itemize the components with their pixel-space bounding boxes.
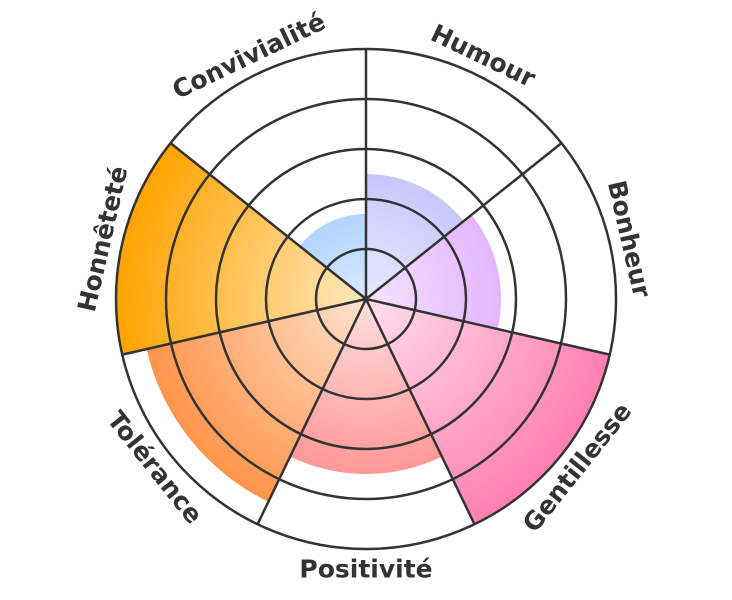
label-humour: Humour	[426, 18, 540, 93]
grid-spoke	[256, 298, 368, 525]
label-positivité: Positivité	[299, 555, 432, 584]
sector-honnêteté	[116, 143, 366, 355]
grid-spoke	[121, 297, 367, 356]
sector-positivité	[290, 299, 442, 474]
grid	[114, 47, 618, 551]
grid-spoke	[169, 142, 367, 300]
sector-humour	[366, 174, 464, 299]
sector-bonheur	[366, 214, 502, 330]
grid-spoke	[365, 142, 563, 300]
label-bonheur: Bonheur	[602, 178, 657, 301]
grid-spoke	[365, 297, 611, 356]
sector-convivialité	[299, 214, 366, 299]
grid-spoke	[364, 298, 476, 525]
